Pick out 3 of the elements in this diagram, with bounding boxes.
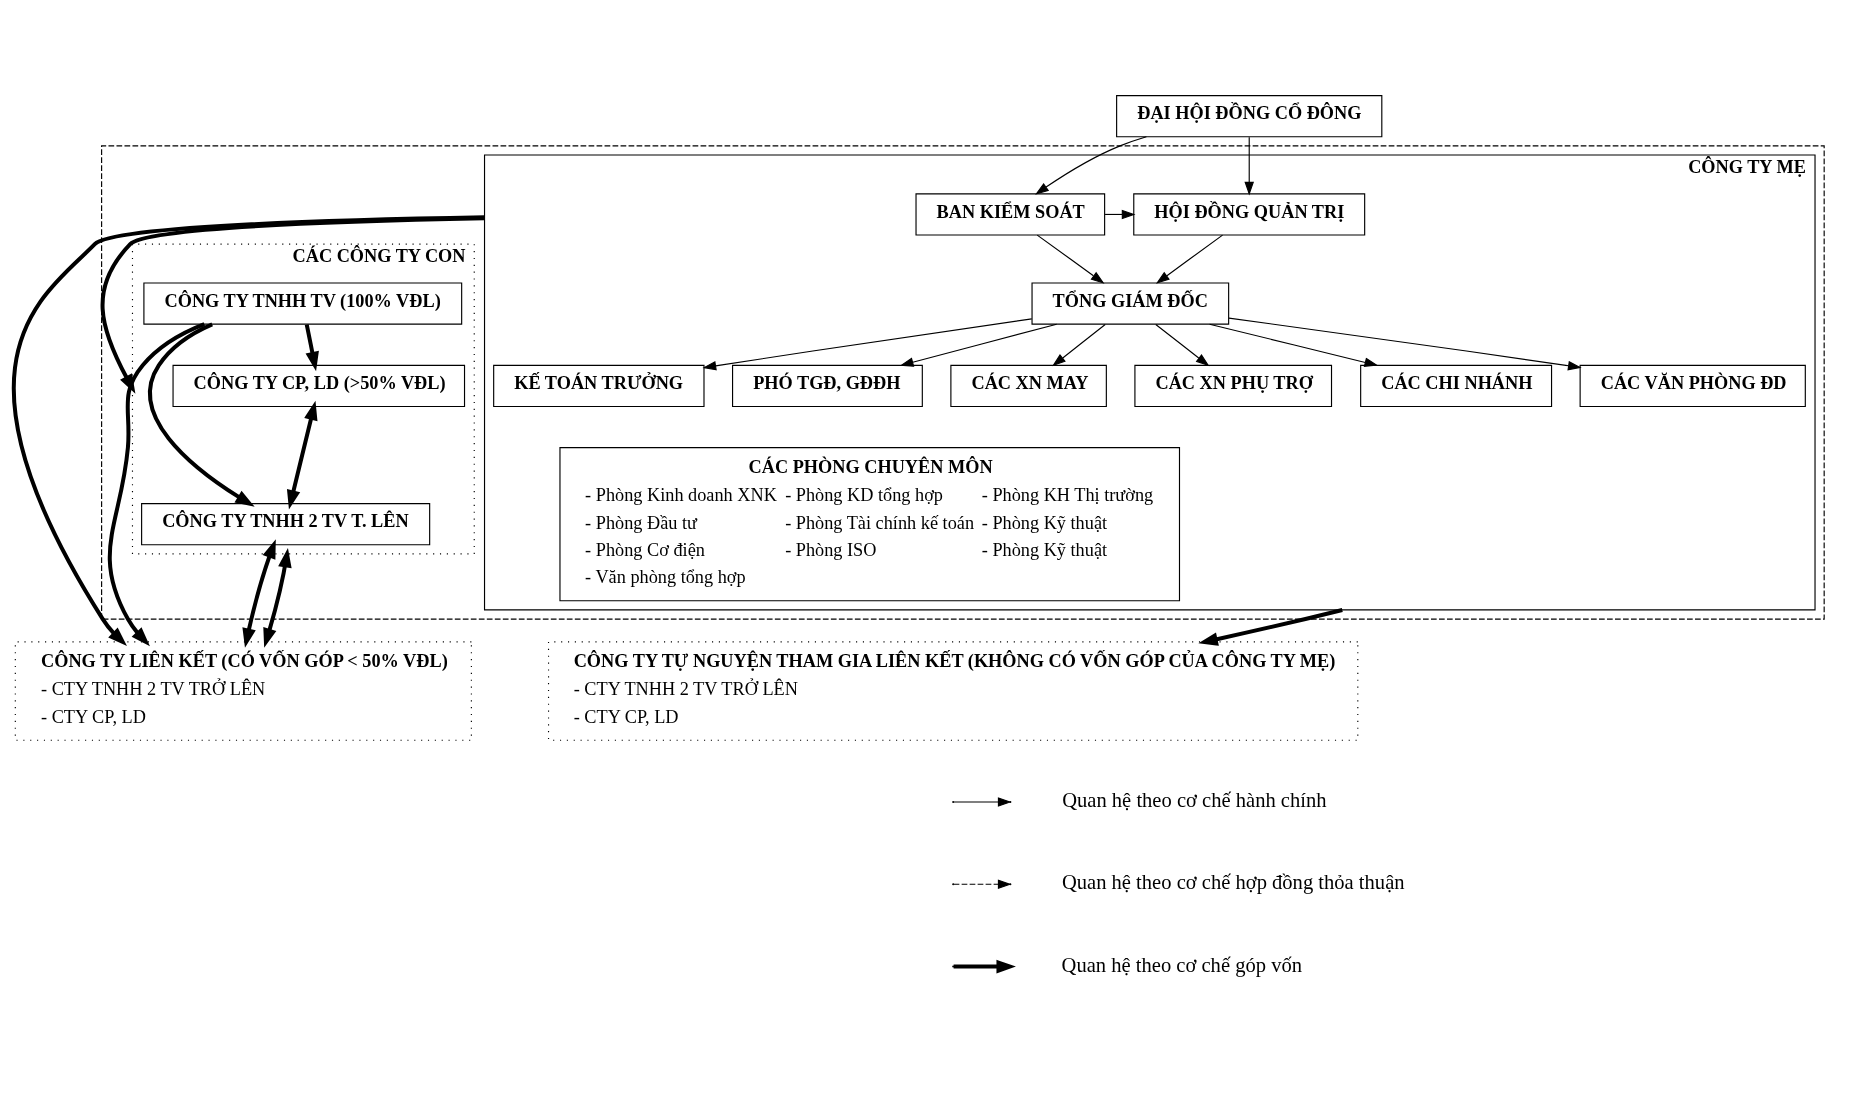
legend-label: Quan hệ theo cơ chế hợp đồng thỏa thuận [1061, 871, 1405, 894]
legend-label: Quan hệ theo cơ chế hành chính [1062, 789, 1327, 811]
legend-label: Quan hệ theo cơ chế góp vốn [1061, 953, 1302, 976]
